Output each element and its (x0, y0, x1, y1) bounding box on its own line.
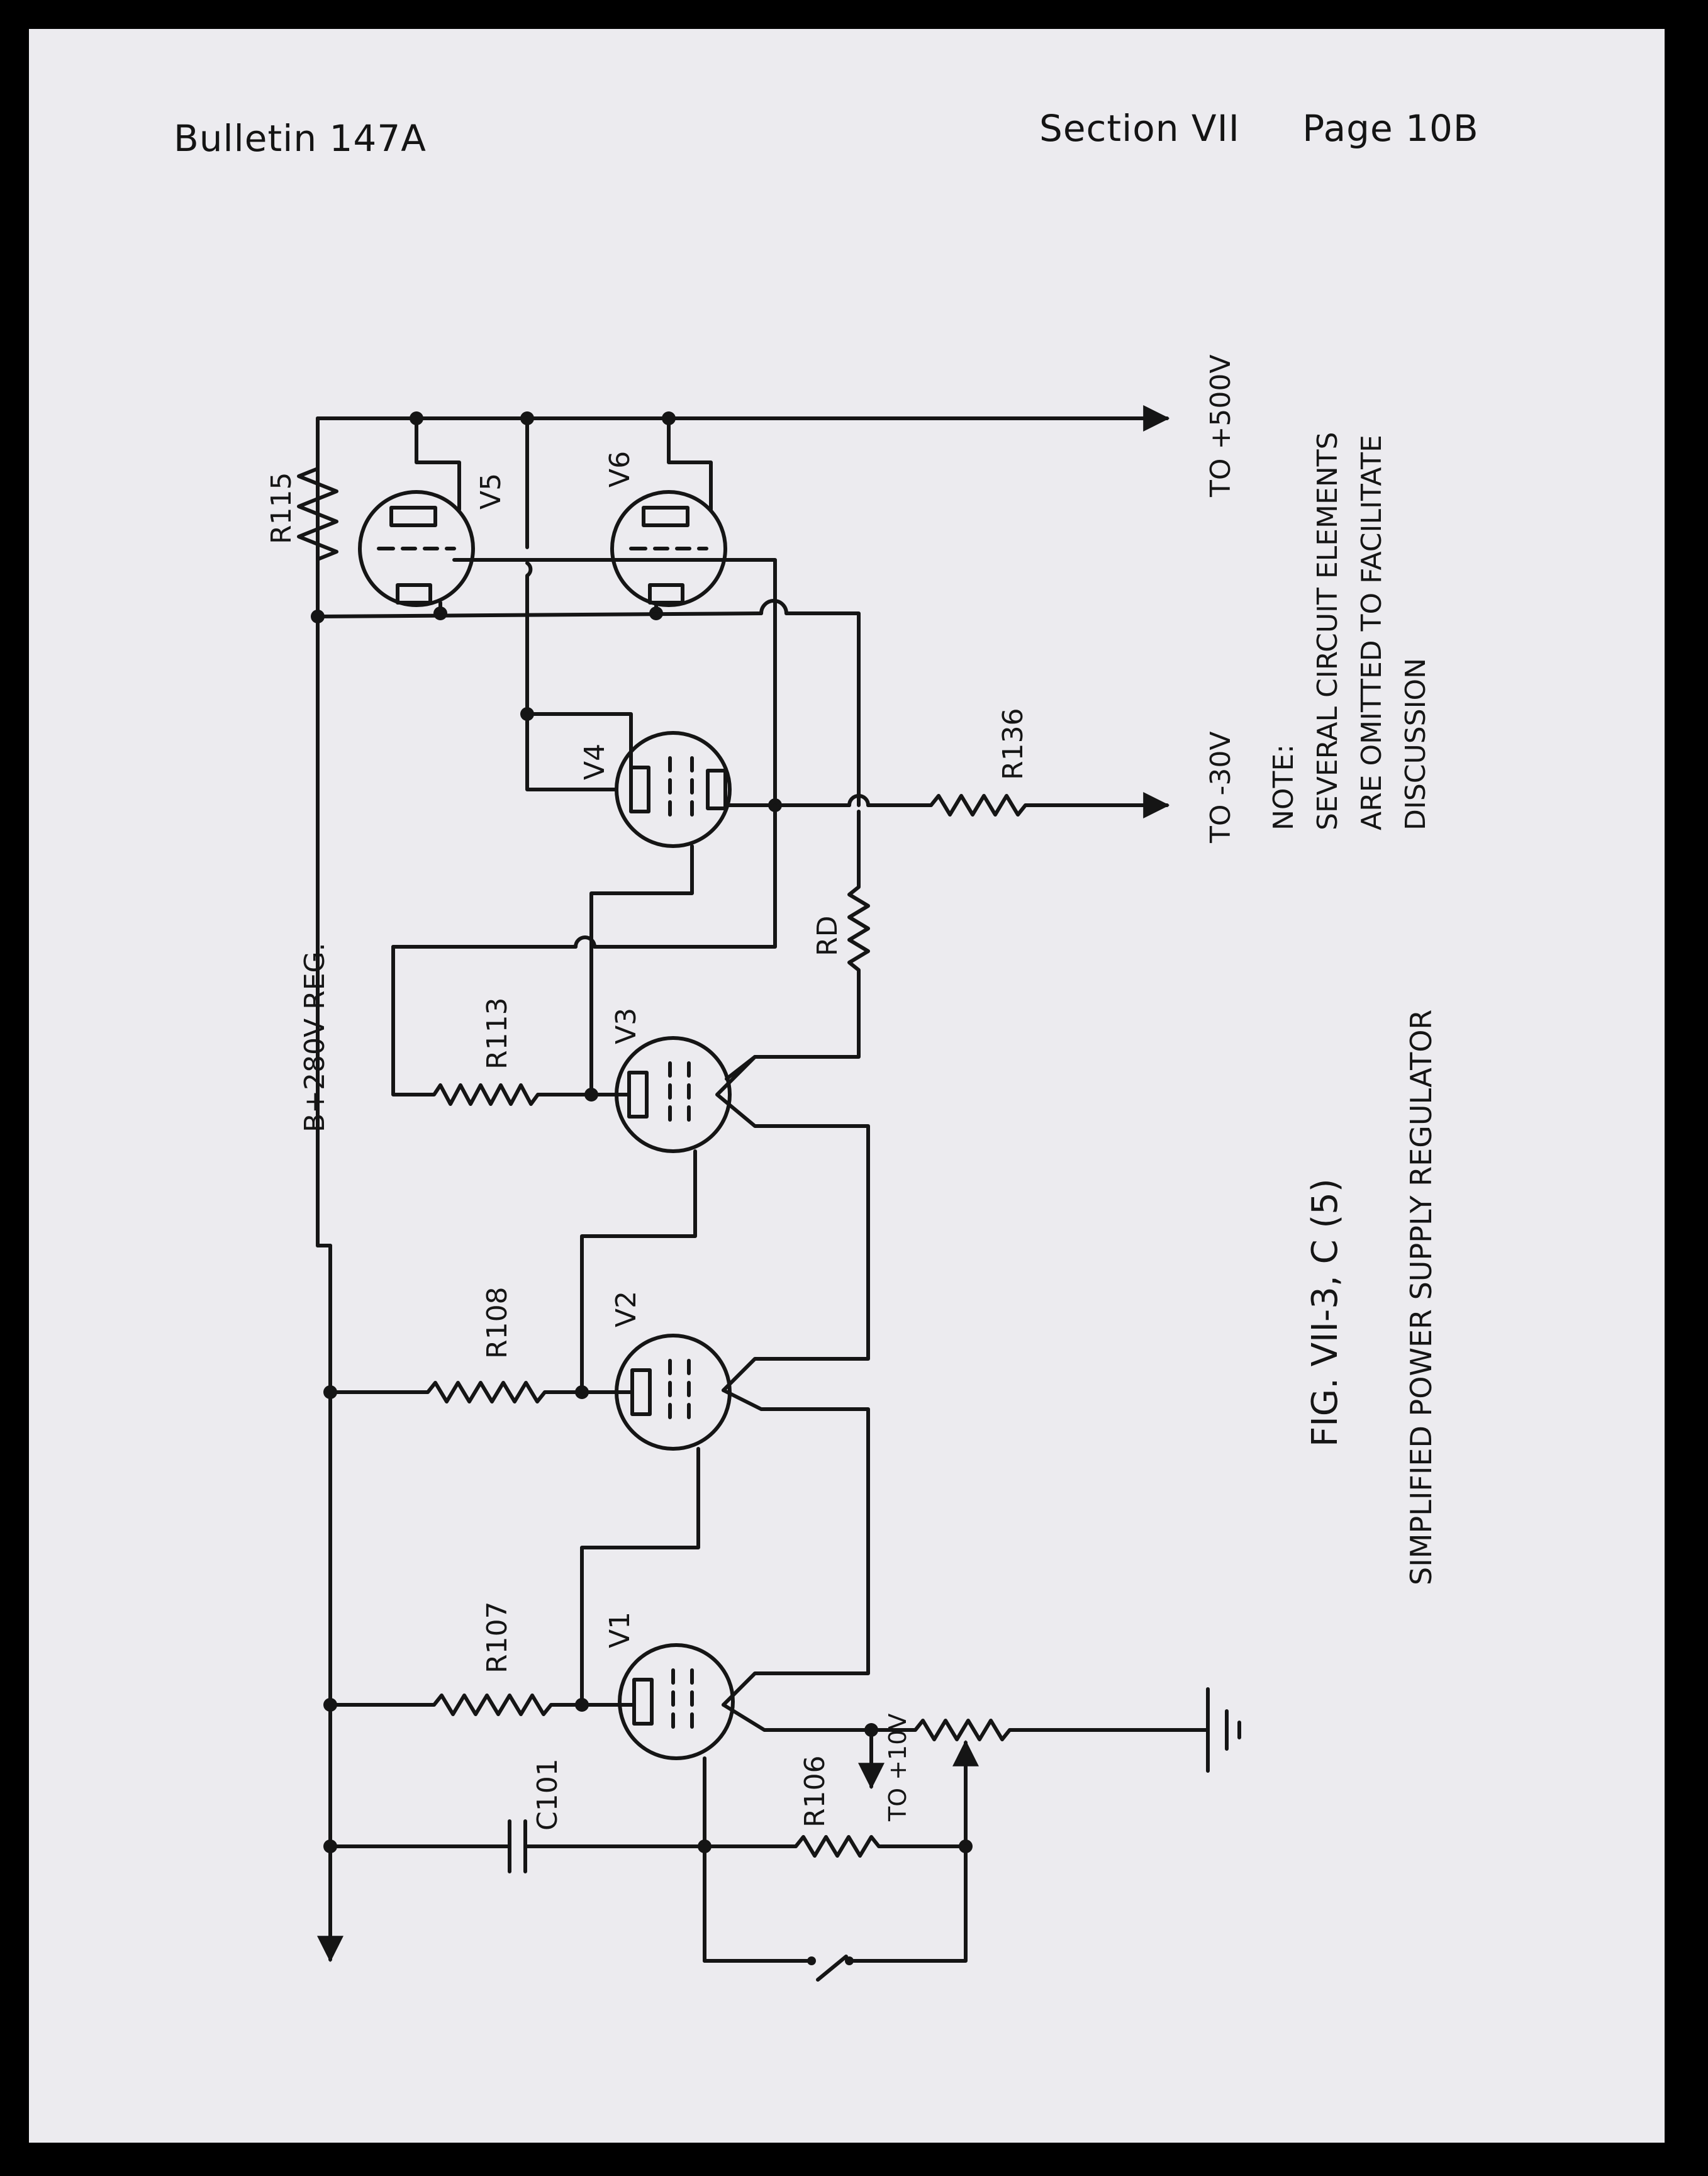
component-labels: R115 V5 V6 V4 R136 RD R113 V3 R108 V2 R1… (265, 355, 1237, 1831)
note-heading: NOTE: (1268, 744, 1300, 830)
label-r107: R107 (481, 1601, 513, 1673)
capacitor-c101 (328, 1819, 706, 1873)
label-r136: R136 (997, 708, 1029, 780)
label-v1: V1 (604, 1612, 636, 1648)
label-v5: V5 (475, 473, 507, 510)
section-label: Section VII (1039, 107, 1240, 150)
note-line-1: SEVERAL CIRCUIT ELEMENTS (1312, 432, 1344, 830)
resistor-r115 (297, 416, 338, 618)
section-page-header: Section VII Page 10B (1039, 107, 1479, 150)
page-label: Page 10B (1302, 107, 1479, 150)
label-to-minus30v: TO -30V (1205, 732, 1237, 844)
label-b-plus-280v: B+280V REG. (299, 942, 331, 1132)
grid-bus (452, 416, 777, 807)
note-line-2: ARE OMITTED TO FACILITATE (1356, 435, 1388, 830)
figure-title: FIG. VII-3, C (5) (1305, 1178, 1346, 1447)
label-v2: V2 (610, 1291, 642, 1327)
note-block: NOTE: SEVERAL CIRCUIT ELEMENTS ARE OMITT… (1268, 432, 1432, 830)
label-r106: R106 (799, 1755, 831, 1827)
b-plus-280v-rail (316, 615, 343, 1963)
resistor-r136 (773, 792, 1170, 818)
label-v6: V6 (604, 451, 636, 488)
figure-caption: SIMPLIFIED POWER SUPPLY REGULATOR (1404, 1010, 1438, 1585)
label-v4: V4 (579, 744, 611, 780)
label-r108: R108 (481, 1286, 513, 1359)
potentiometer-ground (858, 1687, 1241, 1848)
resistor-r113 (391, 803, 777, 1106)
label-to-plus500v: TO +500V (1205, 355, 1237, 498)
resistor-r108 (328, 1381, 589, 1403)
resistor-r107 (328, 1693, 589, 1716)
label-to-plus10v: TO +10V (884, 1714, 912, 1822)
tube-v2 (580, 1334, 870, 1707)
label-v3: V3 (610, 1008, 642, 1044)
bulletin-number: Bulletin 147A (174, 117, 427, 160)
resistor-r106 (703, 1835, 973, 1858)
label-c101: C101 (532, 1758, 564, 1831)
figure-caption-block: FIG. VII-3, C (5) SIMPLIFIED POWER SUPPL… (1305, 1010, 1438, 1585)
label-r113: R113 (481, 997, 513, 1069)
label-rd: RD (812, 916, 844, 956)
switch (703, 1844, 968, 1982)
label-r115: R115 (265, 472, 298, 544)
resistor-rd (725, 810, 870, 1081)
tube-v5 (358, 416, 475, 618)
tube-v1 (580, 1643, 878, 1963)
plus-500v-rail (316, 405, 1170, 618)
note-line-3: DISCUSSION (1400, 658, 1432, 830)
tube-v4 (525, 712, 777, 955)
tube-v6 (610, 416, 727, 615)
document-page (29, 29, 1665, 2143)
tube-v3 (580, 1036, 870, 1392)
